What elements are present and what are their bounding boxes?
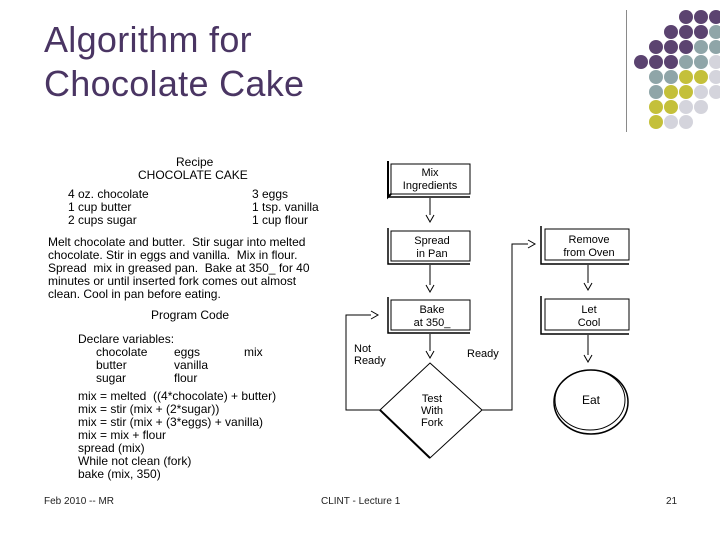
decorative-dot <box>709 70 720 84</box>
instruction-line-3: Spread mix in greased pan. Bake at 350_ … <box>48 261 310 275</box>
remove-from-oven-box: Remove from Oven <box>540 226 630 265</box>
decorative-dot <box>694 55 708 69</box>
decorative-dot <box>679 55 693 69</box>
not-ready-label-2: Ready <box>354 355 386 367</box>
spread-label-2: in Pan <box>416 248 447 260</box>
declare-label: Declare variables: <box>78 332 175 346</box>
remove-label-2: from Oven <box>563 247 614 259</box>
ingredient-left-3: 2 cups sugar <box>68 213 137 227</box>
decorative-dot <box>649 85 663 99</box>
var-mix: mix <box>244 345 263 359</box>
recipe-heading-1: Recipe <box>176 155 214 169</box>
decorative-dot <box>679 10 693 24</box>
spread-label-1: Spread <box>414 235 449 247</box>
instruction-line-5: clean. Cool in pan before eating. <box>48 287 221 301</box>
var-flour: flour <box>174 371 198 385</box>
code-line-2: mix = stir (mix + (2*sugar)) <box>78 402 220 416</box>
let-cool-box: Let Cool <box>540 296 630 335</box>
arrow-ready-to-remove <box>482 239 537 411</box>
decorative-dot <box>679 85 693 99</box>
decorative-dot <box>664 115 678 129</box>
page-number: 21 <box>666 496 678 507</box>
ready-label: Ready <box>467 348 499 360</box>
code-line-5: spread (mix) <box>78 441 145 455</box>
ingredient-right-1: 3 eggs <box>252 187 289 201</box>
instruction-line-2: chocolate. Stir in eggs and vanilla. Mix… <box>48 248 298 262</box>
ingredient-right-3: 1 cup flour <box>252 213 309 227</box>
bake-label-1: Bake <box>419 304 444 316</box>
var-butter: butter <box>96 358 127 372</box>
code-line-7: bake (mix, 350) <box>78 467 161 481</box>
decorative-dot <box>679 100 693 114</box>
decorative-dot <box>634 55 648 69</box>
instruction-line-4: minutes or until inserted fork comes out… <box>48 274 297 288</box>
decorative-dot <box>664 25 678 39</box>
decorative-dot <box>709 85 720 99</box>
decorative-dot <box>694 40 708 54</box>
footer-date: Feb 2010 -- MR <box>44 496 115 507</box>
decorative-dot <box>709 25 720 39</box>
decorative-dot <box>679 70 693 84</box>
code-line-4: mix = mix + flour <box>78 428 167 442</box>
slide-title: Algorithm for Chocolate Cake <box>44 18 424 106</box>
spread-in-pan-box: Spread in Pan <box>387 228 471 265</box>
ingredient-right-2: 1 tsp. vanilla <box>252 200 319 214</box>
decorative-dot <box>664 85 678 99</box>
decorative-dot <box>679 25 693 39</box>
var-eggs: eggs <box>174 345 201 359</box>
not-ready-label-1: Not <box>354 343 371 355</box>
code-line-1: mix = melted ((4*chocolate) + butter) <box>78 389 277 403</box>
mix-ingredients-box: Mix Ingredients <box>387 161 471 200</box>
cool-label-2: Cool <box>578 317 601 329</box>
test-label-2: With <box>421 405 443 417</box>
decorative-dot <box>664 55 678 69</box>
footer-course: CLINT - Lecture 1 <box>321 496 401 507</box>
mix-label-1: Mix <box>421 167 439 179</box>
decorative-dot <box>694 70 708 84</box>
decorative-dot <box>679 40 693 54</box>
decorative-dot <box>709 40 720 54</box>
eat-label: Eat <box>582 393 601 407</box>
decorative-dot <box>664 40 678 54</box>
decorative-dot <box>709 10 720 24</box>
ingredient-left-2: 1 cup butter <box>68 200 132 214</box>
code-line-3: mix = stir (mix + (3*eggs) + vanilla) <box>78 415 264 429</box>
decorative-dot <box>694 85 708 99</box>
decorative-dot <box>649 40 663 54</box>
decorative-dot <box>649 70 663 84</box>
arrow-not-ready-loop <box>345 310 380 411</box>
ingredient-left-1: 4 oz. chocolate <box>68 187 149 201</box>
decorative-dot <box>649 115 663 129</box>
test-label-3: Fork <box>421 417 444 429</box>
decorative-dot <box>679 115 693 129</box>
title-line-1: Algorithm for <box>44 19 252 60</box>
divider-line <box>626 10 627 132</box>
decorative-dot <box>664 100 678 114</box>
bake-label-2: at 350_ <box>414 317 452 329</box>
test-label-1: Test <box>422 393 442 405</box>
bake-box: Bake at 350_ <box>387 297 471 334</box>
decorative-dot <box>709 55 720 69</box>
program-heading: Program Code <box>151 308 230 322</box>
recipe-heading-2: CHOCOLATE CAKE <box>138 168 248 182</box>
test-fork-diamond: Test With Fork <box>379 362 483 459</box>
var-vanilla: vanilla <box>174 358 209 372</box>
title-line-2: Chocolate Cake <box>44 63 305 104</box>
decorative-dot <box>694 100 708 114</box>
var-chocolate: chocolate <box>96 345 148 359</box>
remove-label-1: Remove <box>569 234 610 246</box>
mix-label-2: Ingredients <box>403 180 458 192</box>
eat-oval: Eat <box>553 369 629 435</box>
instruction-line-1: Melt chocolate and butter. Stir sugar in… <box>48 235 306 249</box>
decorative-dot <box>694 10 708 24</box>
decorative-dot <box>649 55 663 69</box>
cool-label-1: Let <box>581 304 596 316</box>
code-line-6: While not clean (fork) <box>78 454 192 468</box>
decorative-dot <box>694 25 708 39</box>
decorative-dot <box>664 70 678 84</box>
var-sugar: sugar <box>96 371 127 385</box>
decorative-dot <box>649 100 663 114</box>
